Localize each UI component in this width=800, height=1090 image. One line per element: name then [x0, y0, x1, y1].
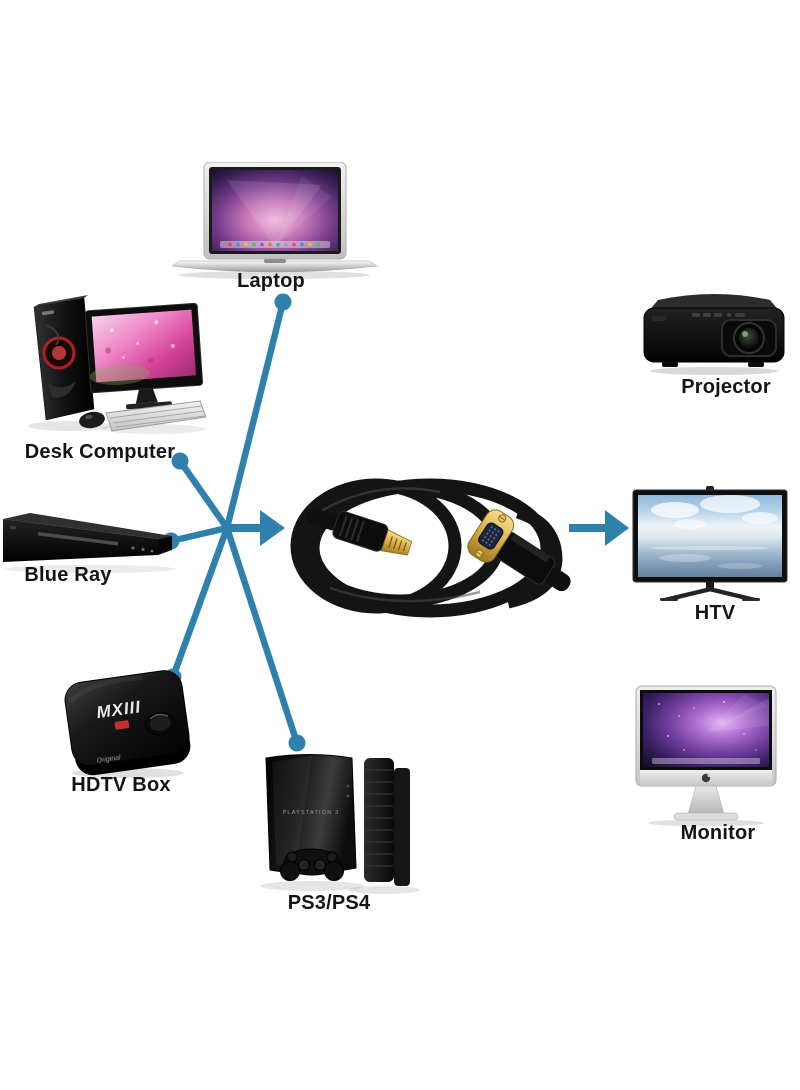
dot-laptop	[274, 293, 292, 311]
projector-label: Projector	[681, 376, 771, 398]
line-hdtv-box-to-hub	[169, 524, 231, 681]
arrow-right-icon	[569, 510, 629, 546]
dot-desk-computer	[171, 452, 189, 470]
hdmi-vga-cable-image	[280, 460, 572, 630]
monitor-image	[624, 684, 788, 828]
line-blue-ray-to-hub	[167, 524, 231, 545]
line-laptop-to-hub	[223, 298, 287, 532]
hdtv-box-red-badge-icon	[114, 720, 130, 730]
vga-connector	[467, 509, 571, 592]
projector-image	[636, 284, 792, 380]
desk-computer-label: Desk Computer	[24, 441, 176, 463]
line-desk-computer-to-hub	[176, 457, 231, 532]
htv-image	[630, 486, 790, 606]
hdmi-connector	[306, 508, 413, 556]
arrow-right-icon	[227, 510, 285, 546]
laptop-label: Laptop	[237, 270, 305, 292]
ps3-console-text: PLAYSTATION 3	[283, 810, 340, 816]
ps3-label: PS3/PS4	[287, 892, 371, 914]
hdtv-box-image: MXIII Original	[58, 654, 198, 782]
blue-ray-label: Blue Ray	[24, 564, 112, 586]
hdtv-box-original-text: Original	[96, 754, 121, 764]
desk-computer-image	[18, 293, 206, 445]
blue-ray-image	[0, 512, 182, 578]
laptop-image	[172, 162, 377, 280]
htv-label: HTV	[694, 602, 736, 624]
ps3-controller	[280, 848, 344, 881]
hdtv-box-label: HDTV Box	[71, 774, 171, 796]
dot-ps3	[288, 734, 306, 752]
monitor-label: Monitor	[680, 822, 756, 844]
ps3-image: PLAYSTATION 3	[252, 750, 427, 898]
line-ps3-to-hub	[223, 524, 301, 747]
